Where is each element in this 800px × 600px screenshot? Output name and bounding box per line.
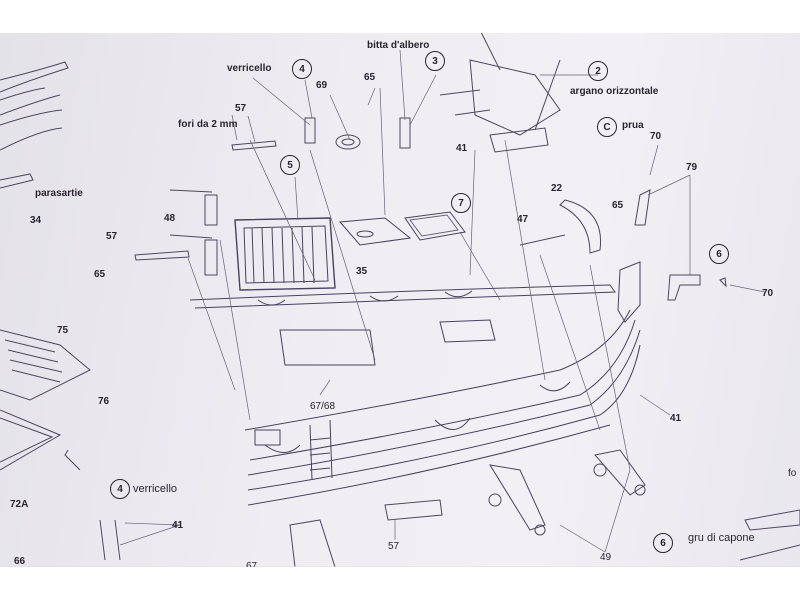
label-argano-orizzontale: argano orizzontale — [570, 86, 659, 97]
label-parasartie: parasartie — [35, 188, 83, 199]
part-70: 70 — [762, 288, 774, 299]
label-fo: fo — [788, 468, 797, 479]
part-69: 69 — [316, 80, 328, 91]
part-67-68: 67/68 — [310, 401, 336, 412]
part-65: 65 — [94, 269, 106, 280]
part-41: 41 — [670, 413, 682, 424]
part-41: 41 — [172, 520, 184, 531]
label-verricello: verricello — [227, 63, 272, 74]
part-34: 34 — [30, 215, 42, 226]
part-57: 57 — [235, 103, 247, 114]
part-57: 57 — [388, 541, 400, 552]
callout-5: 5 — [280, 155, 300, 175]
part-57: 57 — [106, 231, 118, 242]
part-41: 41 — [456, 143, 468, 154]
callout-c: C — [597, 117, 617, 137]
part-67: 67 — [246, 561, 258, 567]
part-65: 65 — [364, 72, 376, 83]
part-76: 76 — [98, 396, 110, 407]
label-prua: prua — [622, 120, 644, 131]
callout-6-gru: 6 — [653, 533, 673, 553]
part-65: 65 — [612, 200, 624, 211]
part-75: 75 — [57, 325, 69, 336]
small-parts — [64, 117, 800, 561]
part-48: 48 — [164, 213, 176, 224]
part-35: 35 — [356, 266, 368, 277]
cannons — [289, 449, 646, 567]
callout-4: 4 — [292, 59, 312, 79]
part-47: 47 — [517, 214, 529, 225]
part-79: 79 — [686, 162, 698, 173]
label-bitta-albero: bitta d'albero — [367, 40, 430, 51]
callout-2: 2 — [588, 61, 608, 81]
stern-hull-fragment — [0, 61, 69, 189]
part-72a: 72A — [10, 499, 29, 510]
label-gru-di-capone: gru di capone — [688, 532, 755, 544]
leader-lines — [119, 49, 766, 553]
callout-3: 3 — [425, 51, 445, 71]
callout-7: 7 — [451, 193, 471, 213]
grating-75 — [0, 329, 91, 471]
instruction-sheet-photo: bitta d'albero verricello argano orizzon… — [0, 33, 800, 567]
ship-assembly-drawing — [0, 33, 800, 567]
part-70: 70 — [650, 131, 662, 142]
label-verricello-2: verricello — [133, 483, 178, 495]
hull — [189, 211, 641, 506]
windlass-2 — [439, 33, 561, 153]
part-66: 66 — [14, 556, 26, 567]
callout-4-verricello: 4 — [110, 479, 130, 499]
callout-6: 6 — [709, 244, 729, 264]
part-49: 49 — [600, 552, 612, 563]
label-fori-da-2mm: fori da 2 mm — [178, 119, 238, 130]
part-22: 22 — [551, 183, 563, 194]
